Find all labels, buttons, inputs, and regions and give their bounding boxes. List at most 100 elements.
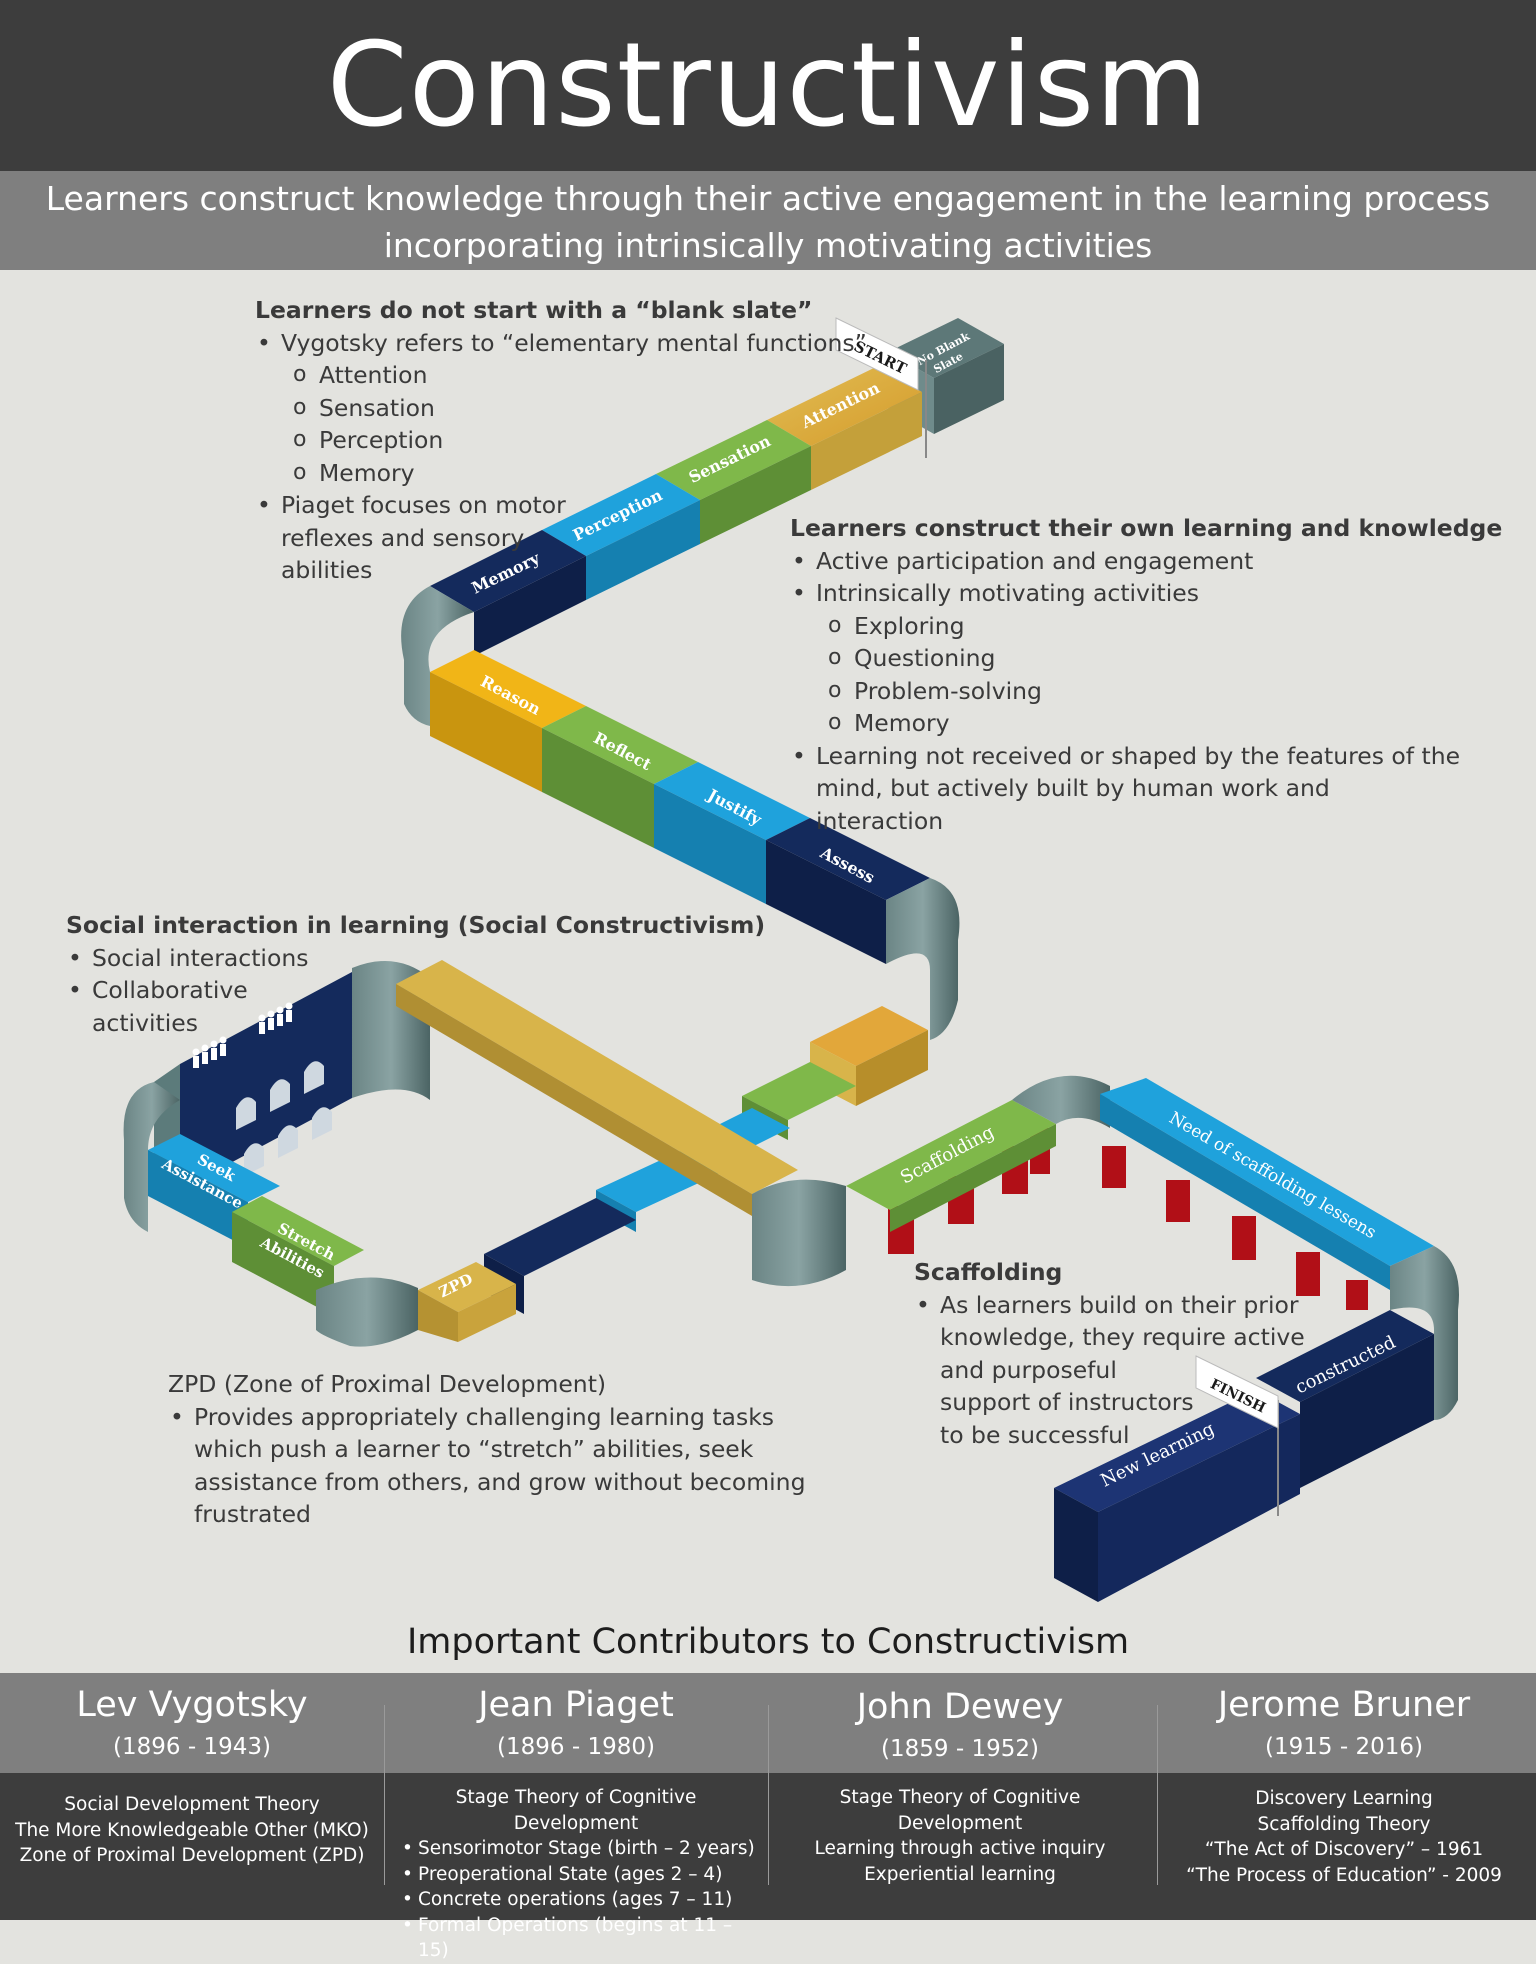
contributor-detail-bullet: Formal Operations (begins at 11 – 15)	[394, 1913, 758, 1964]
own-learning-bullet-3-line-2: mind, but actively built by human work a…	[816, 774, 1330, 802]
page-subtitle: Learners construct knowledge through the…	[0, 171, 1536, 270]
building-windows	[236, 1061, 332, 1176]
contributor-details: Stage Theory of Cognitive Development Le…	[778, 1785, 1142, 1887]
step-reason-top	[430, 650, 586, 728]
step-reflect-top	[542, 706, 698, 784]
section-blank-slate: Learners do not start with a “blank slat…	[255, 294, 867, 587]
own-learning-bullet-3-line-3: interaction	[816, 806, 944, 835]
scaffolding-bullet-line-4: support of instructors	[940, 1388, 1194, 1416]
scaffolding-bullet-line-5: to be successful	[940, 1420, 1130, 1449]
track-social-loop: Seek Assistance Stretch Abilities ZPD	[123, 960, 516, 1347]
curve-scaffold-top	[1012, 1075, 1110, 1128]
step-assess-front	[766, 840, 886, 964]
curve-left-upper	[401, 586, 474, 726]
contributor-piaget: Jean Piaget (1896 - 1980) Stage Theory o…	[384, 1673, 768, 1961]
own-learning-sub-3: Problem-solving	[790, 675, 1502, 708]
blank-slate-sub-1: Attention	[255, 359, 867, 392]
contributor-detail-line: “The Process of Education” - 2009	[1186, 1864, 1502, 1886]
step-seek-top	[148, 1134, 280, 1202]
step-assess-top	[766, 818, 930, 900]
contributor-detail-line: “The Act of Discovery” – 1961	[1204, 1839, 1484, 1860]
step-reflect-front	[542, 728, 654, 848]
own-learning-bullet-1: Active participation and engagement	[790, 545, 1502, 578]
step-scaffolding-top	[846, 1100, 1056, 1210]
own-learning-bullet-3: Learning not received or shaped by the f…	[790, 740, 1502, 838]
contributor-name: Jean Piaget	[478, 1685, 674, 1725]
contributor-name: Jerome Bruner	[1217, 1685, 1471, 1725]
subtitle-line-2: incorporating intrinsically motivating a…	[383, 226, 1153, 265]
contributor-details: Stage Theory of Cognitive Development Se…	[394, 1785, 758, 1964]
contributor-dewey: John Dewey (1859 - 1952) Stage Theory of…	[768, 1673, 1152, 1920]
blank-slate-bullet-1: Vygotsky refers to “elementary mental fu…	[255, 327, 867, 360]
contributors-title: Important Contributors to Constructivism	[406, 1622, 1130, 1662]
connector-navy-top	[484, 1198, 636, 1276]
contributor-divider	[768, 1705, 769, 1885]
contributor-detail-line: Stage Theory of Cognitive Development	[839, 1787, 1081, 1834]
contributor-details: Discovery Learning Scaffolding Theory “T…	[1162, 1786, 1526, 1888]
contributor-bruner: Jerome Bruner (1915 - 2016) Discovery Le…	[1152, 1673, 1536, 1920]
section-own-learning: Learners construct their own learning an…	[790, 512, 1502, 837]
contributor-years: (1896 - 1980)	[497, 1734, 655, 1760]
contributor-vygotsky: Lev Vygotsky (1896 - 1943) Social Develo…	[0, 1673, 384, 1920]
own-learning-sub-1: Exploring	[790, 610, 1502, 643]
blank-slate-bullet-2-line-3: abilities	[281, 556, 373, 584]
step-zpd-side	[458, 1284, 516, 1342]
curve-junction	[752, 1179, 846, 1287]
step-new-learning-side	[1054, 1488, 1098, 1602]
section-zpd: ZPD (Zone of Proximal Development) Provi…	[168, 1368, 806, 1531]
scaffolding-bullet-line-2: knowledge, they require active	[940, 1323, 1305, 1351]
scaffolding-bullet: As learners build on their prior knowled…	[914, 1289, 1305, 1452]
connector-blue-top	[716, 1108, 790, 1146]
blank-slate-sub-2: Sensation	[255, 392, 867, 425]
section-social: Social interaction in learning (Social C…	[66, 909, 765, 1039]
step-justify-top	[654, 762, 810, 840]
own-learning-bullet-3-line-1: Learning not received or shaped by the f…	[816, 741, 1461, 770]
blank-slate-bullet-2-line-1: Piaget focuses on motor	[281, 491, 566, 519]
scaffolding-bullet-line-1: As learners build on their prior	[940, 1290, 1299, 1319]
blank-slate-heading: Learners do not start with a “blank slat…	[255, 296, 813, 324]
curve-social-left	[123, 1082, 180, 1232]
bridge-front	[396, 984, 752, 1216]
section-scaffolding: Scaffolding As learners build on their p…	[914, 1256, 1305, 1451]
social-bullet-2: Collaborative activities	[66, 974, 765, 1039]
step-zpd-top	[418, 1262, 516, 1312]
page-title: Constructivism	[0, 0, 1536, 171]
curve-right-upper	[886, 878, 960, 1040]
contributor-divider	[384, 1705, 385, 1885]
contributor-years: (1859 - 1952)	[881, 1736, 1039, 1762]
people-group-icon	[192, 1036, 227, 1068]
zpd-heading: ZPD (Zone of Proximal Development)	[168, 1370, 607, 1398]
social-bullet-2-line-1: Collaborative	[92, 976, 248, 1004]
blank-slate-bullet-2-line-2: reflexes and sensory	[281, 523, 525, 552]
zpd-bullet-line-2: which push a learner to “stretch” abilit…	[194, 1435, 754, 1463]
step-stretch-front	[232, 1212, 334, 1316]
curve-scaffold-right	[1390, 1246, 1459, 1420]
zpd-bullet-line-4: frustrated	[194, 1500, 311, 1528]
step-reason-front	[430, 672, 542, 792]
contributor-detail-bullet: Sensorimotor Stage (birth – 2 years)	[394, 1836, 758, 1862]
own-learning-bullet-2: Intrinsically motivating activities	[790, 577, 1502, 610]
zpd-bullet-line-3: assistance from others, and grow without…	[194, 1467, 806, 1496]
subtitle-line-1: Learners construct knowledge through the…	[45, 179, 1491, 218]
step-need-scaffolding-top	[1100, 1078, 1434, 1266]
curve-social-bottom	[316, 1277, 418, 1347]
step-new-learning-front	[1098, 1414, 1300, 1602]
contributor-years: (1896 - 1943)	[113, 1734, 271, 1760]
no-blank-slate-side	[934, 344, 1004, 434]
zpd-bullet: Provides appropriately challenging learn…	[168, 1401, 806, 1531]
contributor-detail-line: Zone of Proximal Development (ZPD)	[19, 1845, 365, 1866]
own-learning-heading: Learners construct their own learning an…	[790, 514, 1503, 542]
step-seek-front	[148, 1150, 248, 1248]
step-need-scaffolding-front	[1100, 1094, 1390, 1290]
contributor-detail-line: Experiential learning	[864, 1863, 1056, 1885]
social-bullet-2-line-2: activities	[92, 1008, 198, 1037]
contributor-detail-bullet: Concrete operations (ages 7 – 11)	[394, 1887, 758, 1913]
zpd-bullet-line-1: Provides appropriately challenging learn…	[194, 1402, 775, 1431]
blank-slate-sub-3: Perception	[255, 424, 867, 457]
own-learning-sub-4: Memory	[790, 707, 1502, 740]
contributor-name: John Dewey	[856, 1687, 1064, 1727]
track-scaffolding: Scaffolding Need of scaffolding lessens …	[846, 1075, 1459, 1602]
contributor-name: Lev Vygotsky	[76, 1685, 308, 1725]
contributor-detail-line: Learning through active inquiry	[814, 1838, 1106, 1859]
step-stretch-top	[232, 1196, 364, 1266]
